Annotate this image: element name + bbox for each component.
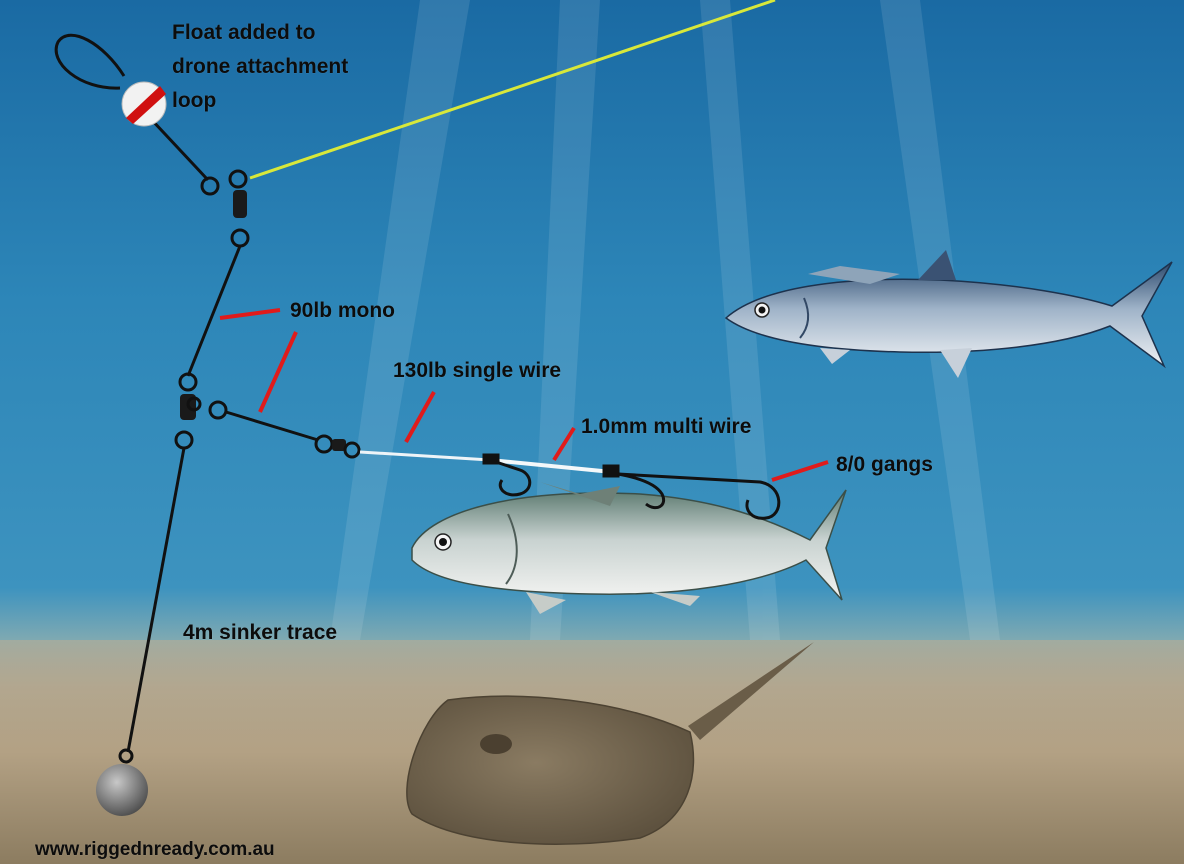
swivel-icon <box>314 434 361 459</box>
stingray <box>406 642 814 845</box>
mono-label: 90lb mono <box>290 299 396 322</box>
mackerel <box>724 250 1173 378</box>
drone-line <box>249 0 776 180</box>
hook-icon <box>602 464 781 520</box>
bait-fish <box>411 482 847 614</box>
website-label: www.riggednready.com.au <box>35 839 275 860</box>
mono-line <box>186 245 242 377</box>
callout-mono-1 <box>219 308 281 320</box>
float-label-line2: drone attachment <box>172 55 349 78</box>
callout-mono-2 <box>258 331 298 413</box>
sinker-trace-label: 4m sinker trace <box>183 621 338 644</box>
multi-wire-label: 1.0mm multi wire <box>581 415 752 438</box>
callout-gangs <box>771 460 829 482</box>
single-wire-label: 130lb single wire <box>393 359 562 382</box>
gangs-label: 8/0 gangs <box>836 453 933 476</box>
float-label-line1: Float added to <box>172 21 316 44</box>
callout-multi <box>552 426 576 462</box>
callout-lines <box>219 308 829 482</box>
float-icon <box>121 81 167 127</box>
single-wire <box>359 450 491 462</box>
attachment-loop <box>54 33 126 90</box>
multi-wire <box>489 458 613 474</box>
sinker-trace-line <box>126 447 186 753</box>
hook-icon <box>482 453 532 497</box>
float-label: Float added to drone attachment loop <box>172 16 348 118</box>
callout-single <box>404 391 436 443</box>
branch-trace <box>225 410 319 442</box>
float-label-line3: loop <box>172 89 217 112</box>
sinker-icon <box>96 764 148 816</box>
swivel-icon <box>200 169 250 248</box>
